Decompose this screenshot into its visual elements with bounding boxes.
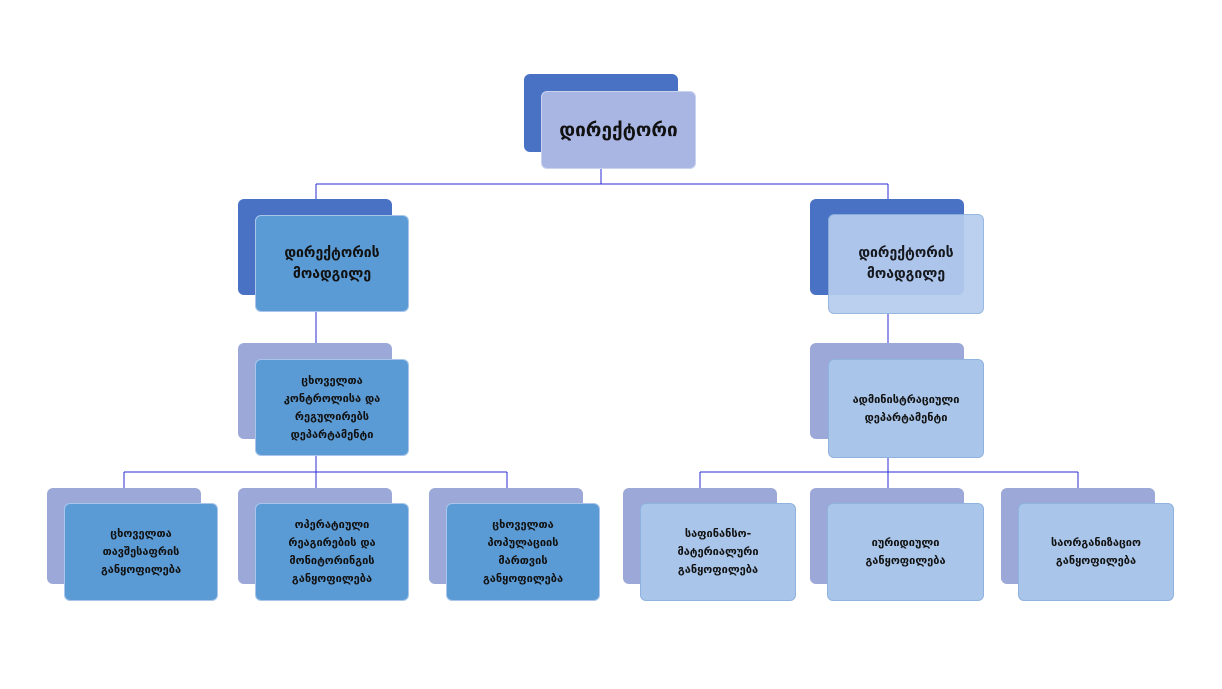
node-unit-shelter-label: ცხოველთა თავშესაფრის განყოფილება xyxy=(64,503,218,601)
node-dept-left-label: ცხოველთა კონტროლისა და რეგულირებს დეპარტ… xyxy=(255,359,409,456)
node-director-label: დირექტორი xyxy=(541,91,696,169)
node-dept-right-label: ადმინისტრაციული დეპარტამენტი xyxy=(828,359,984,458)
node-deputy-right-label: დირექტორის მოადგილე xyxy=(828,214,984,314)
node-unit-finance-label: საფინანსო- მატერიალური განყოფილება xyxy=(640,503,796,601)
node-deputy-left-label: დირექტორის მოადგილე xyxy=(255,215,409,312)
node-unit-organization-label: საორგანიზაციო განყოფილება xyxy=(1018,503,1174,601)
node-unit-operations-label: ოპერატიული რეაგირების და მონიტორინგის გა… xyxy=(255,503,409,601)
node-unit-legal-label: იურიდიული განყოფილება xyxy=(827,503,984,601)
node-unit-population-label: ცხოველთა პოპულაციის მართვის განყოფილება xyxy=(446,503,600,601)
